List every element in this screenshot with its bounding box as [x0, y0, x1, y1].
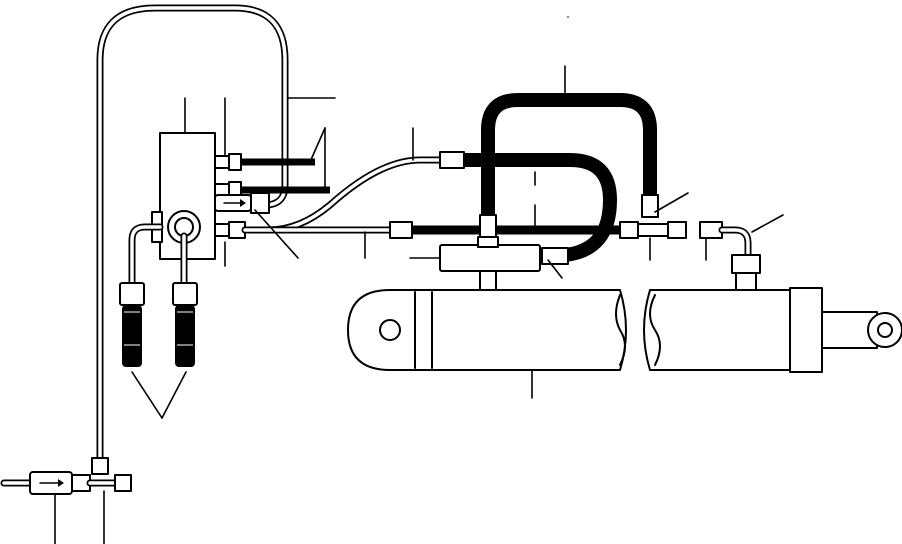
bottom-fittings — [0, 457, 132, 495]
block-port-hoses — [241, 158, 330, 194]
cylinder — [347, 287, 902, 373]
hose-loop-upper — [479, 93, 659, 238]
valve-block — [151, 132, 270, 260]
check-valve-block — [214, 192, 270, 214]
swivel-elbow — [128, 210, 201, 289]
tee-block — [439, 236, 541, 294]
right-elbow — [699, 221, 761, 294]
leader-lines — [54, 65, 784, 544]
stray-mark — [567, 16, 569, 18]
horizontal-hose — [389, 221, 687, 239]
inlet-hoses — [119, 282, 198, 367]
steel-tube-s — [241, 156, 444, 234]
steel-tube-loop — [96, 4, 289, 464]
